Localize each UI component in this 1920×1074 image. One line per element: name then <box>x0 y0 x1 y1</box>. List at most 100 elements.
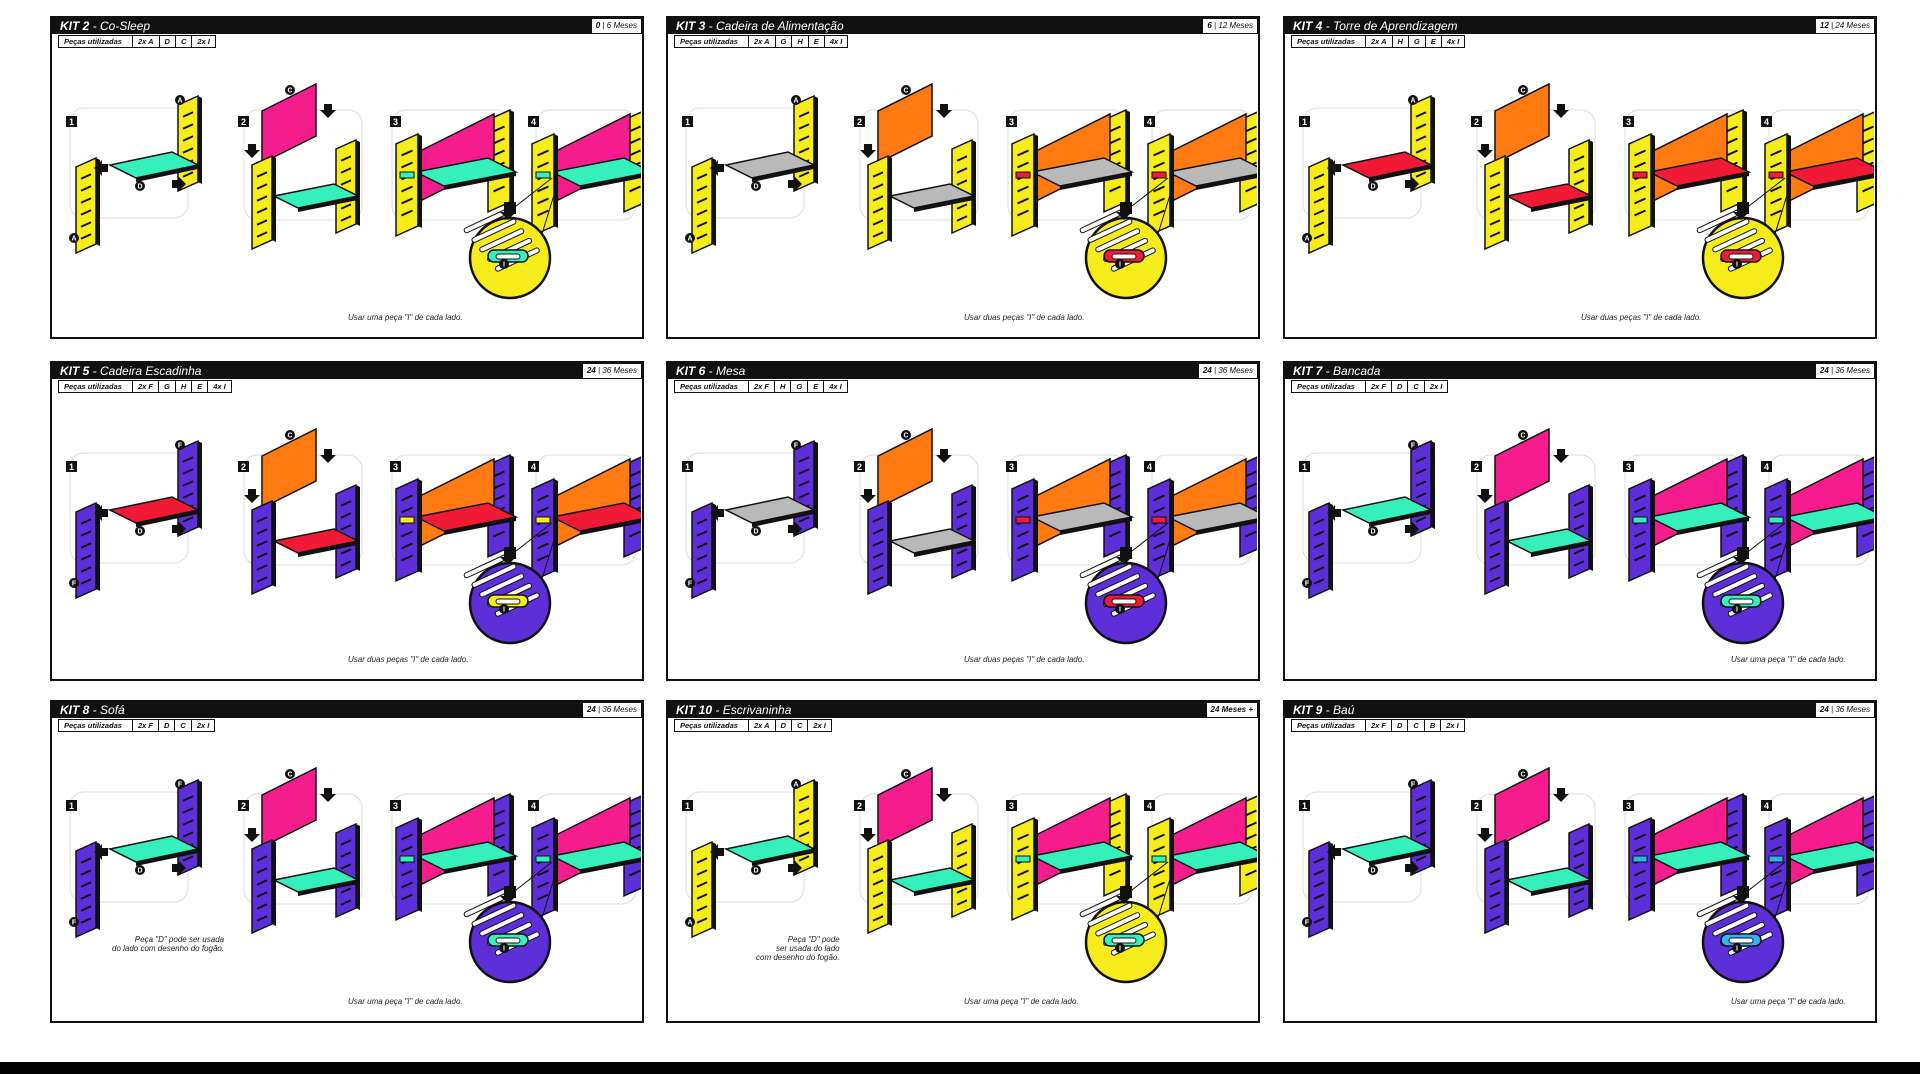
seat-panel-edge <box>1677 172 1749 190</box>
piece-letter-badge <box>1368 181 1378 191</box>
step-badge <box>682 461 693 472</box>
slot <box>956 863 968 870</box>
usage-note: Usar uma peça "I" de cada lado. <box>1731 997 1846 1006</box>
seat-panel-edge <box>1677 856 1749 874</box>
slot <box>1313 173 1325 180</box>
arrow-icon <box>788 860 802 876</box>
side-piece-edge <box>712 842 716 930</box>
slot <box>1109 137 1121 145</box>
age-range-badge: 24 | 36 Meses <box>1814 363 1875 379</box>
slot <box>629 833 641 841</box>
usage-note: Usar uma peça "I" de cada lado. <box>964 997 1079 1006</box>
part-cell: 2x I <box>197 37 210 46</box>
kit-name: Cadeira Escadinha <box>100 364 202 378</box>
slot <box>493 809 505 817</box>
slot <box>872 552 884 559</box>
side-piece-edge <box>96 842 100 930</box>
step-badge <box>1144 800 1155 811</box>
age-separator: | <box>600 21 607 30</box>
step-number: 3 <box>393 117 398 127</box>
slot <box>1087 902 1133 927</box>
age-from: 24 <box>1819 705 1829 714</box>
side-piece-edge <box>1589 485 1593 571</box>
step-badge <box>238 800 249 811</box>
left-side-panel-edge <box>554 134 558 228</box>
slot <box>696 173 708 180</box>
slot <box>80 857 92 864</box>
piece-letter-badge <box>285 769 295 779</box>
side-piece-edge <box>712 503 716 591</box>
slot <box>696 197 708 204</box>
insert-arrow-icon <box>1737 886 1749 898</box>
step-number: 2 <box>1474 117 1479 127</box>
step-badge <box>1471 116 1482 127</box>
slot <box>1313 857 1325 864</box>
slot <box>256 552 268 559</box>
arrow-icon <box>320 104 336 118</box>
arrow-icon <box>1477 828 1493 842</box>
slot <box>80 233 92 240</box>
slot <box>1415 480 1427 487</box>
side-piece <box>1410 439 1432 538</box>
piece-letter: F <box>1411 782 1416 789</box>
slot <box>80 185 92 192</box>
slot <box>340 512 352 519</box>
piece-letter: I <box>1736 607 1738 614</box>
slot <box>256 540 268 547</box>
kit-name: Sofá <box>100 703 125 717</box>
right-side-panel-edge <box>1126 455 1130 549</box>
slot <box>1415 492 1427 499</box>
arrow-icon <box>172 860 186 876</box>
side-piece-edge <box>356 485 360 571</box>
slot <box>1153 506 1165 514</box>
arrow-icon <box>788 521 802 537</box>
slot <box>1862 809 1874 817</box>
step-number: 2 <box>857 801 862 811</box>
side-note-line: Peça "D" pode <box>787 935 840 944</box>
insert-arrow-icon <box>1737 547 1749 559</box>
part-cell: B <box>1425 720 1442 731</box>
piece-letter-badge <box>135 865 145 875</box>
step-number: 3 <box>1626 462 1631 472</box>
slot <box>80 893 92 900</box>
piece-letter: A <box>71 236 76 243</box>
slot <box>401 530 413 538</box>
piece-letter-badge <box>1408 95 1418 105</box>
step-badge <box>528 461 539 472</box>
connector-piece <box>535 516 551 524</box>
side-piece <box>793 778 815 877</box>
kit-title: KIT 7 - Bancada <box>1293 364 1380 378</box>
piece-letter: C <box>287 772 292 779</box>
step-badge <box>238 116 249 127</box>
zoom-line <box>1774 181 1792 235</box>
usage-note: Usar uma peça "I" de cada lado. <box>348 313 463 322</box>
seat-panel-edge <box>1196 519 1257 535</box>
slot <box>872 891 884 898</box>
slot <box>1095 228 1141 253</box>
side-piece-edge <box>1505 840 1509 926</box>
top-piece <box>261 82 317 165</box>
slot <box>1726 809 1738 817</box>
slot <box>1017 869 1029 877</box>
slot <box>256 915 268 922</box>
age-to: 36 Meses <box>1835 705 1870 714</box>
seat-panel <box>549 157 641 187</box>
slot <box>80 905 92 912</box>
slot <box>798 492 810 499</box>
age-range-badge: 24 | 36 Meses <box>1814 702 1875 718</box>
base-piece-edge <box>1531 880 1591 896</box>
slot <box>1726 869 1738 877</box>
slot <box>80 554 92 561</box>
slot <box>80 518 92 525</box>
insert-arrow-icon <box>1120 547 1132 559</box>
part-cell: 2x F <box>749 381 775 392</box>
step-number: 4 <box>1147 117 1152 127</box>
slot <box>1726 482 1738 490</box>
side-piece-edge <box>1329 158 1333 246</box>
slot <box>80 578 92 585</box>
piece-letter: D <box>1370 184 1375 191</box>
